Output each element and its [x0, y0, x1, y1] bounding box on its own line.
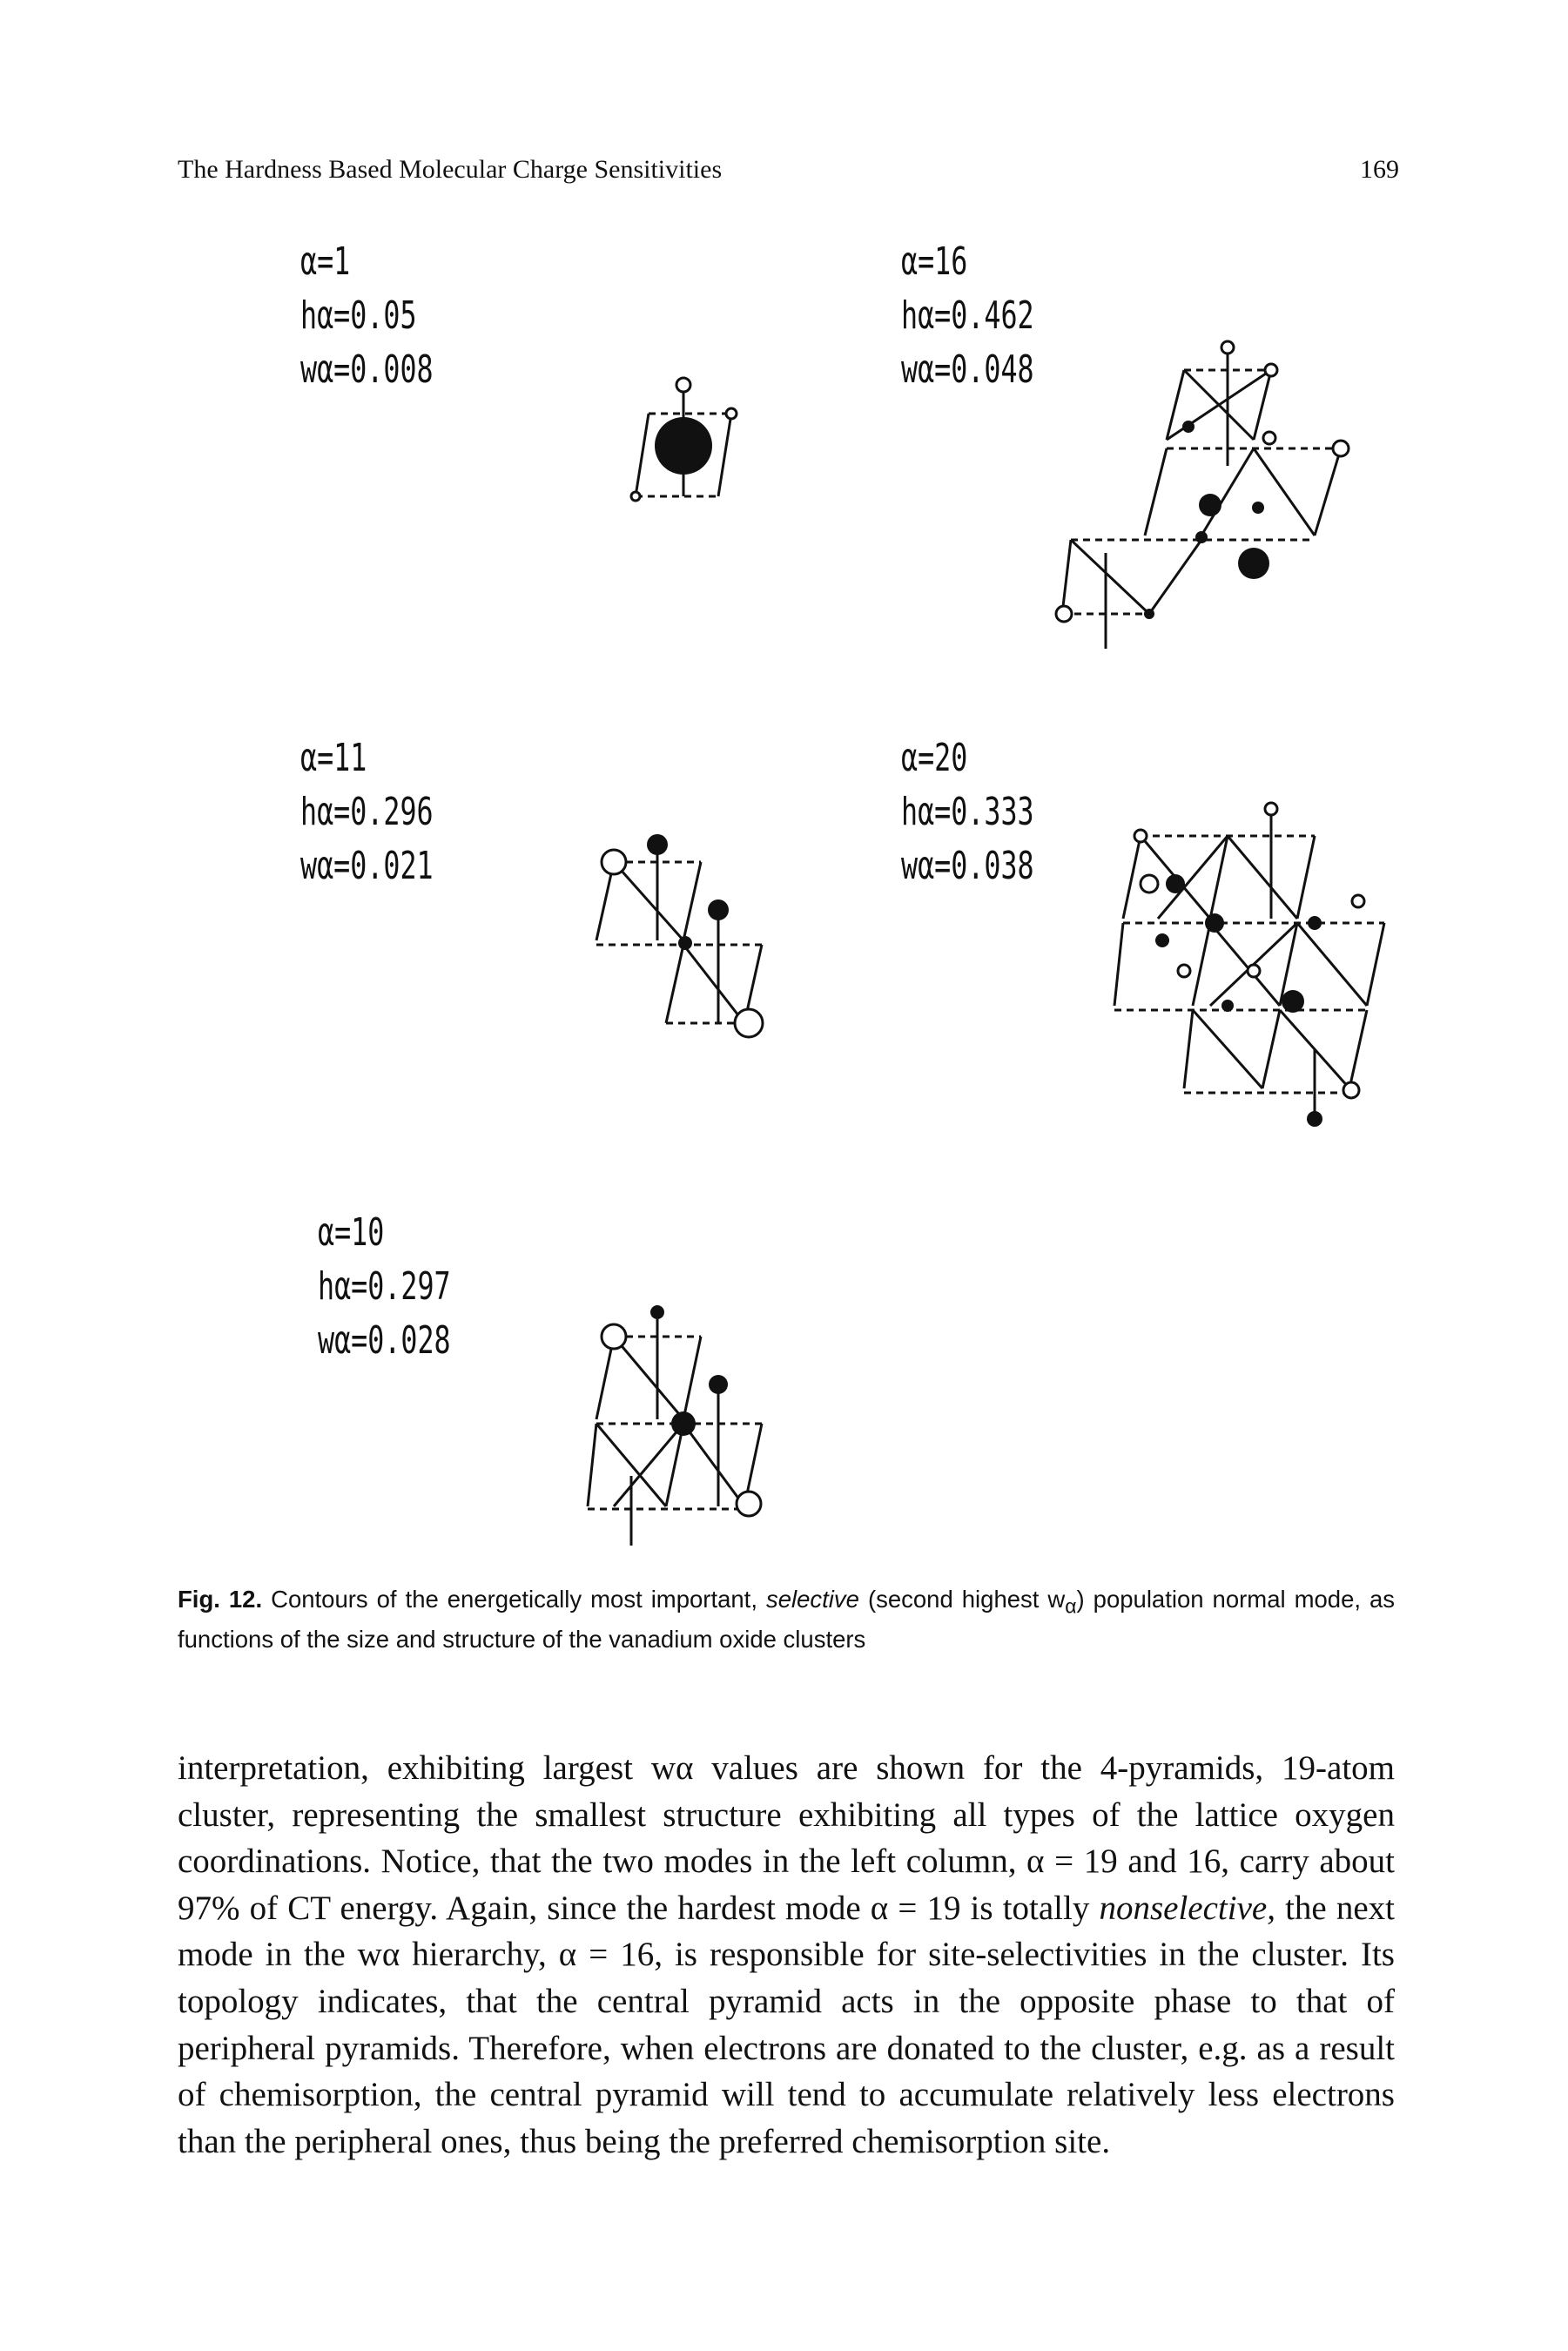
alpha-value: α=20 — [901, 736, 968, 780]
hardness-value: hα=0.333 — [901, 790, 1034, 834]
alpha-value: α=10 — [318, 1210, 385, 1255]
alpha-value: α=16 — [901, 239, 968, 284]
weight-value: wα=0.008 — [300, 347, 434, 392]
hardness-value: hα=0.05 — [300, 293, 417, 338]
hardness-value: hα=0.296 — [300, 790, 434, 834]
figure-label: Fig. 12. — [178, 1586, 263, 1613]
caption-text-3: ) population normal mode, as functions o… — [178, 1586, 1396, 1653]
mode-label-alpha-10: α=10 hα=0.297 wα=0.028 — [318, 1206, 451, 1368]
caption-subscript: α — [1065, 1594, 1077, 1618]
mode-label-alpha-20: α=20 hα=0.333 wα=0.038 — [901, 731, 1034, 893]
cluster-diagram-alpha-10 — [586, 1305, 764, 1546]
figure-caption: Fig. 12. Contours of the energetically m… — [178, 1583, 1395, 1656]
body-paragraph: interpretation, exhibiting largest wα va… — [178, 1745, 1395, 2165]
weight-value: wα=0.038 — [901, 844, 1034, 888]
caption-text-2: (second highest w — [867, 1586, 1066, 1613]
weight-value: wα=0.048 — [901, 347, 1034, 392]
caption-italic: selective — [765, 1586, 859, 1613]
running-header-title: The Hardness Based Molecular Charge Sens… — [178, 155, 723, 184]
weight-value: wα=0.028 — [318, 1318, 451, 1363]
cluster-diagram-alpha-1 — [629, 376, 738, 502]
hardness-value: hα=0.462 — [901, 293, 1034, 338]
alpha-value: α=1 — [300, 239, 351, 284]
caption-text-1: Contours of the energetically most impor… — [271, 1586, 757, 1613]
page-number: 169 — [1360, 155, 1399, 184]
alpha-value: α=11 — [300, 736, 367, 780]
mode-label-alpha-11: α=11 hα=0.296 wα=0.021 — [300, 731, 434, 893]
cluster-diagram-alpha-16 — [1054, 340, 1350, 649]
mode-label-alpha-1: α=1 hα=0.05 wα=0.008 — [300, 235, 434, 397]
body-italic: nonselective, — [1099, 1889, 1275, 1927]
body-text-part-2: the next mode in the wα hierarchy, α = 1… — [178, 1889, 1396, 2160]
cluster-diagram-alpha-11 — [595, 834, 764, 1039]
cluster-diagram-alpha-20 — [1113, 801, 1386, 1127]
mode-label-alpha-16: α=16 hα=0.462 wα=0.048 — [901, 235, 1034, 397]
hardness-value: hα=0.297 — [318, 1264, 451, 1309]
body-text-part-1: interpretation, exhibiting largest wα va… — [178, 1749, 1395, 1927]
weight-value: wα=0.021 — [300, 844, 434, 888]
